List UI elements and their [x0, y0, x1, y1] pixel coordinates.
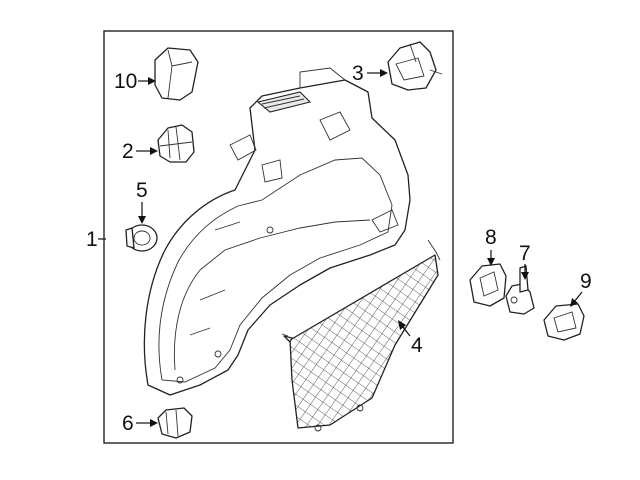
callout-number: 6: [122, 412, 134, 435]
callout-1: 1: [86, 228, 106, 251]
fastener-part: [125, 224, 158, 252]
callout-9: 9: [570, 270, 592, 307]
ring-cover-part: [469, 263, 507, 307]
assembly-frame: [103, 30, 454, 444]
quarter-trim-panel: [143, 67, 411, 396]
callout-3: 3: [352, 62, 388, 85]
callout-number: 9: [580, 270, 592, 293]
callout-7: 7: [519, 242, 531, 280]
callout-number: 2: [122, 140, 134, 163]
plug-part: [157, 407, 193, 439]
callout-number: 1: [86, 228, 98, 251]
callout-number: 8: [485, 226, 497, 249]
callout-number: 10: [114, 70, 137, 93]
cover-part: [543, 303, 585, 341]
callout-4: 4: [398, 320, 423, 357]
callout-number: 5: [136, 179, 148, 202]
cargo-net: [281, 239, 441, 432]
callout-6: 6: [122, 412, 158, 435]
callout-10: 10: [114, 70, 156, 93]
hook-bracket-part: [387, 41, 443, 91]
callout-2: 2: [122, 140, 158, 163]
anchor-hook-part: [505, 265, 535, 315]
callout-number: 4: [411, 334, 423, 357]
callout-5: 5: [136, 179, 148, 224]
callout-number: 7: [519, 242, 531, 265]
callout-8: 8: [485, 226, 497, 266]
cap-part: [154, 47, 199, 101]
bracket-clip-part: [157, 124, 195, 163]
callout-number: 3: [352, 62, 364, 85]
